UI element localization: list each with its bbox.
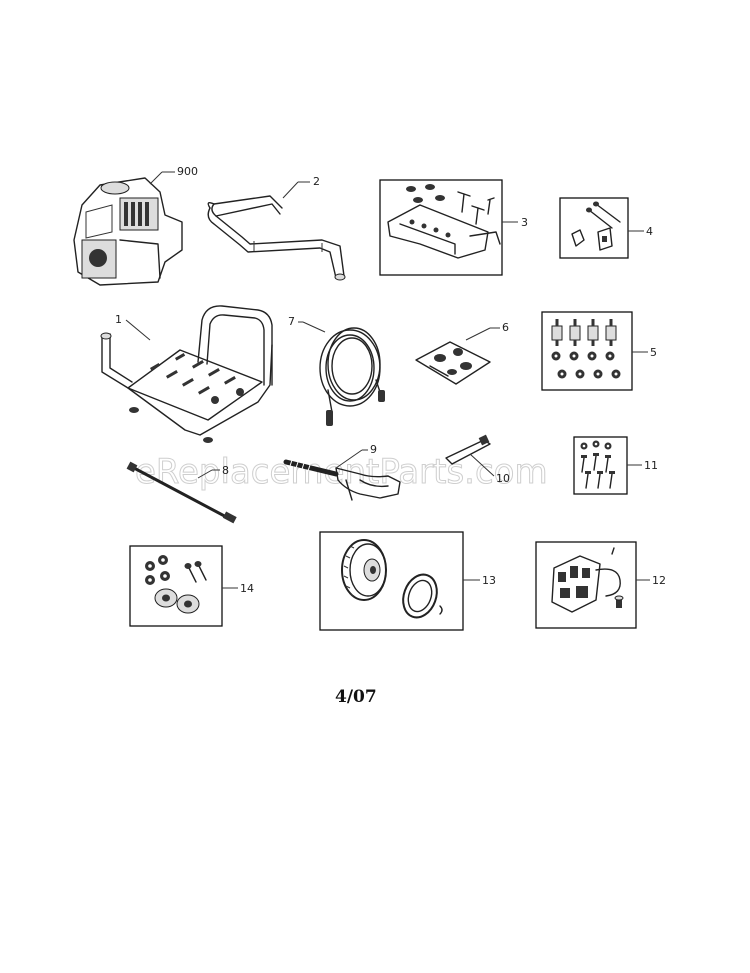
label-1: 1 xyxy=(115,313,122,326)
label-2: 2 xyxy=(313,175,320,188)
pump-box xyxy=(535,541,637,629)
mount-kit-box xyxy=(541,311,633,391)
wheel-kit-box xyxy=(319,531,464,631)
bolt-kit-part[interactable] xyxy=(571,201,621,251)
decal-kit-part[interactable] xyxy=(415,341,491,385)
label-3: 3 xyxy=(521,216,528,229)
pump-part[interactable] xyxy=(551,547,624,613)
label-6: 6 xyxy=(502,321,509,334)
axle-kit-box xyxy=(129,545,223,627)
hose-part[interactable] xyxy=(319,327,385,426)
label-14: 14 xyxy=(240,582,254,595)
handle-part[interactable] xyxy=(207,195,346,281)
bolt-kit-box xyxy=(559,197,629,259)
footer-date: 4/07 xyxy=(335,687,377,707)
label-13: 13 xyxy=(482,574,496,587)
bracket-kit-part[interactable] xyxy=(387,184,501,259)
label-9: 9 xyxy=(370,443,377,456)
label-10: 10 xyxy=(496,472,510,485)
wand-part[interactable] xyxy=(126,461,237,524)
watermark: eReplacementParts.com xyxy=(135,452,548,492)
label-8: 8 xyxy=(222,464,229,477)
nozzle-part[interactable] xyxy=(445,434,491,465)
bracket-kit-box xyxy=(379,179,503,276)
mount-kit-part[interactable] xyxy=(551,319,621,379)
wheel-kit-part[interactable] xyxy=(341,539,443,622)
label-7: 7 xyxy=(288,315,295,328)
engine-part[interactable] xyxy=(73,177,183,286)
label-4: 4 xyxy=(646,225,653,238)
axle-kit-part[interactable] xyxy=(145,555,207,614)
label-900: 900 xyxy=(177,165,198,178)
screw-kit-part[interactable] xyxy=(580,440,616,489)
label-11: 11 xyxy=(644,459,658,472)
label-12: 12 xyxy=(652,574,666,587)
spray-gun-part[interactable] xyxy=(283,459,401,501)
frame-part[interactable] xyxy=(100,305,273,443)
label-5: 5 xyxy=(650,346,657,359)
